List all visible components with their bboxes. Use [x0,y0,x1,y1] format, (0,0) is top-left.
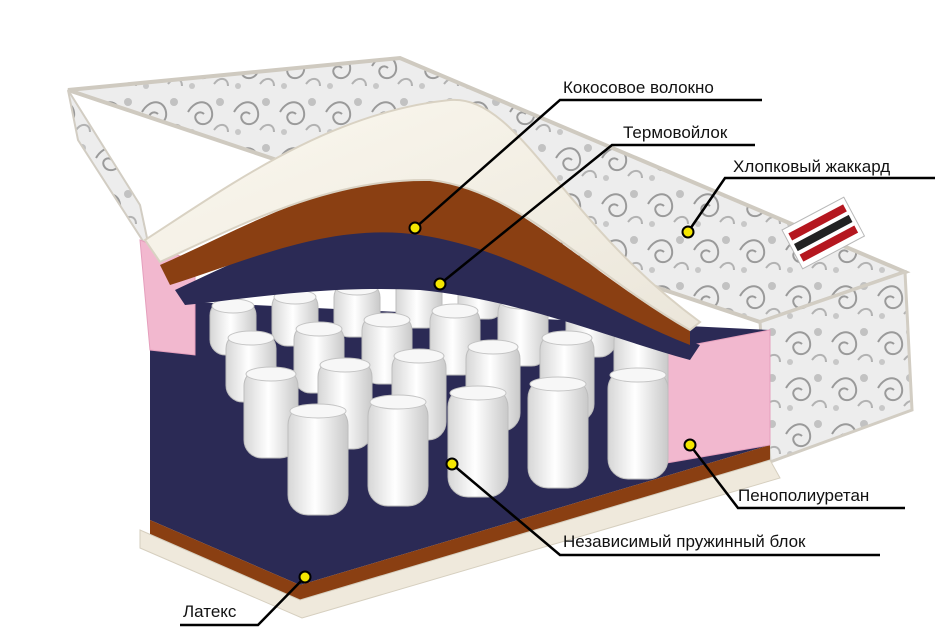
leader-line-springs [451,463,880,557]
spring-coil [367,394,429,507]
marker-foam [683,438,697,452]
leader-lines [180,98,935,627]
coconut-layer [160,180,690,345]
felt-layer [175,226,700,360]
marker-springs [445,457,459,471]
spring-coil [527,376,589,489]
leader-line-jacquard [686,176,935,233]
latex-band [139,459,781,619]
brand-tag [781,196,866,270]
spring-coil [607,367,669,480]
marker-felt [433,277,447,291]
label-spring-block: Независимый пружинный блок [563,532,806,551]
leader-line-felt [439,143,755,285]
top-cover-flap [143,98,702,332]
marker-jacquard [681,225,695,239]
label-thermal-felt: Термовойлок [623,123,728,142]
leader-line-latex [180,576,306,627]
leader-line-foam [689,444,905,510]
label-latex: Латекс [183,602,237,621]
marker-latex [298,570,312,584]
label-polyurethane-foam: Пенополиуретан [738,486,870,505]
spring-coil [287,403,349,516]
label-cotton-jacquard: Хлопковый жаккард [733,157,891,176]
marker-coconut [408,221,422,235]
spring-block [209,253,669,516]
spring-coil [243,366,299,459]
label-coconut-fiber: Кокосовое волокно [563,78,714,97]
leader-line-coconut [414,98,762,229]
spring-coil [447,385,509,498]
